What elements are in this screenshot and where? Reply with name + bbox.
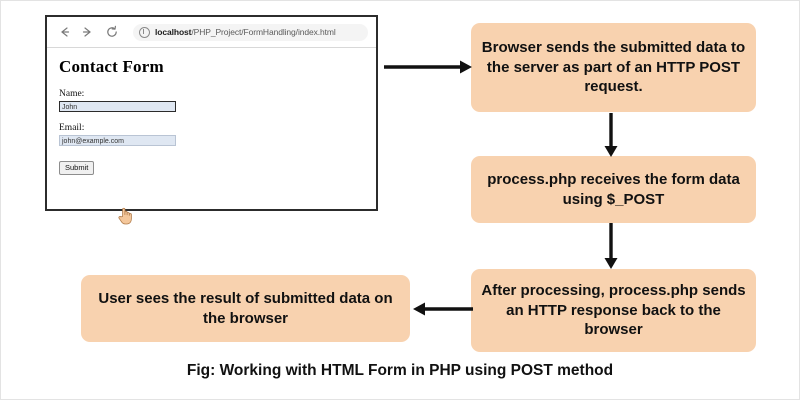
arrow-down-icon (603, 113, 619, 157)
flow-box-browser-sends-text: Browser sends the submitted data to the … (481, 38, 746, 96)
flow-box-after-processing-text: After processing, process.php sends an H… (481, 281, 746, 339)
name-field-label: Name: (59, 89, 85, 99)
name-input[interactable]: John (59, 101, 176, 112)
browser-toolbar: localhost/PHP_Project/FormHandling/index… (47, 17, 376, 48)
email-field-label: Email: (59, 123, 85, 133)
flow-box-process-php: process.php receives the form data using… (471, 156, 756, 223)
flow-box-after-processing: After processing, process.php sends an H… (471, 269, 756, 352)
address-bar[interactable]: localhost/PHP_Project/FormHandling/index… (133, 23, 368, 41)
figure-caption: Fig: Working with HTML Form in PHP using… (186, 362, 614, 379)
info-circle-icon (139, 26, 150, 38)
arrow-left-icon (413, 301, 473, 317)
pointing-hand-cursor-icon (117, 205, 133, 225)
url-text: localhost/PHP_Project/FormHandling/index… (155, 27, 336, 37)
browser-window-mock: localhost/PHP_Project/FormHandling/index… (45, 15, 378, 225)
arrow-left-icon[interactable] (55, 23, 73, 41)
flow-box-browser-sends: Browser sends the submitted data to the … (471, 23, 756, 112)
flow-box-user-sees-result-text: User sees the result of submitted data o… (98, 289, 393, 327)
reload-icon[interactable] (103, 23, 121, 41)
email-input[interactable]: john@example.com (59, 135, 176, 146)
flow-box-process-php-text: process.php receives the form data using… (487, 170, 740, 208)
url-host: localhost (155, 27, 192, 37)
arrow-right-icon (384, 59, 472, 75)
browser-page-content: Contact Form Name: John Email: john@exam… (47, 48, 376, 175)
flow-box-user-sees-result: User sees the result of submitted data o… (81, 275, 410, 342)
arrow-right-icon[interactable] (79, 23, 97, 41)
page-title: Contact Form (59, 57, 164, 76)
arrow-down-icon (603, 223, 619, 269)
submit-button[interactable]: Submit (59, 161, 95, 175)
url-path: /PHP_Project/FormHandling/index.html (191, 27, 336, 37)
